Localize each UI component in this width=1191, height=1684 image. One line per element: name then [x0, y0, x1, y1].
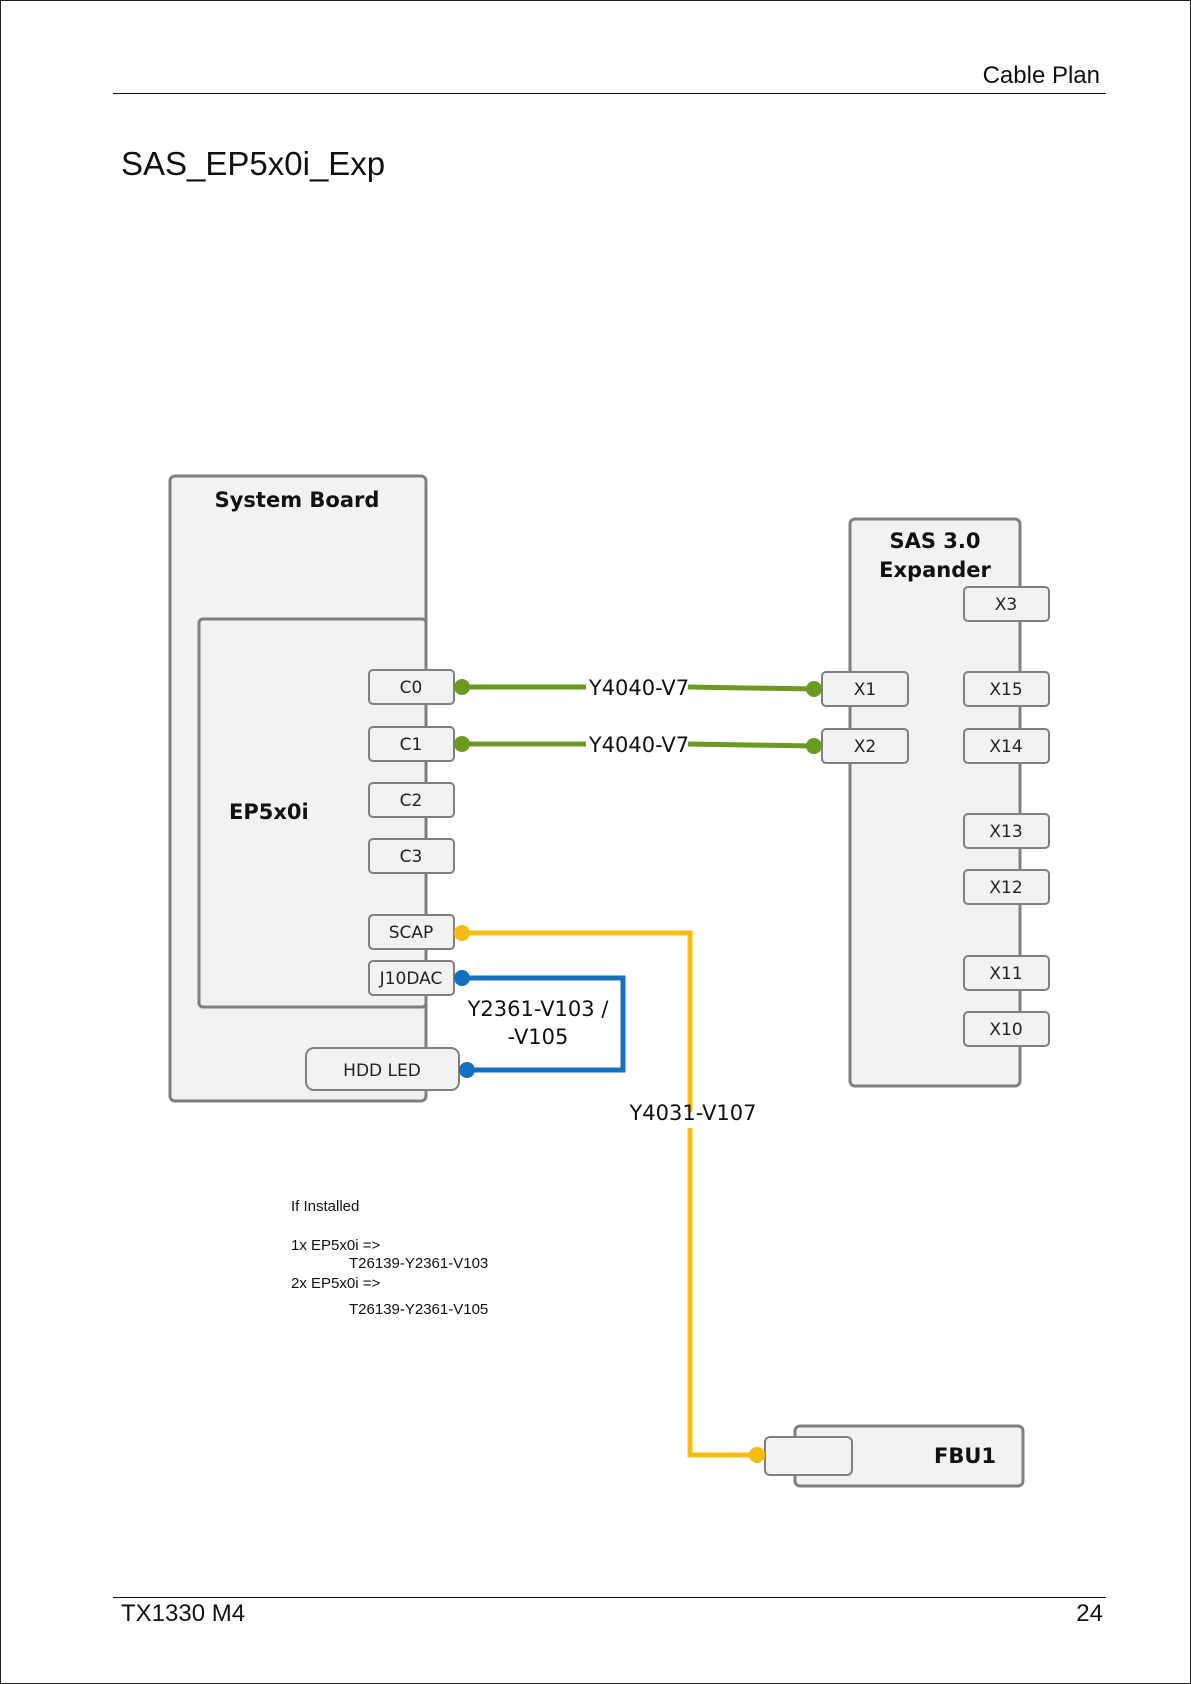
port-c0-label: C0	[400, 678, 423, 698]
led-cable-label-line1: Y2361-V103 /	[467, 997, 610, 1021]
sas-cable-1-right	[688, 687, 814, 689]
led-cable-dot-top	[454, 970, 470, 986]
port-x14-label: X14	[989, 737, 1022, 757]
system-board-label: System Board	[215, 488, 380, 512]
port-x11-label: X11	[989, 964, 1022, 984]
fbu-cable-lower	[690, 1128, 757, 1455]
port-x10-label: X10	[989, 1020, 1022, 1040]
port-c2-label: C2	[400, 791, 423, 811]
footer-model: TX1330 M4	[121, 1600, 245, 1628]
footer-page-number: 24	[1076, 1600, 1103, 1628]
fbu-cable-label: Y4031-V107	[628, 1101, 756, 1125]
fbu-cable-upper	[462, 933, 690, 1112]
port-x13-label: X13	[989, 822, 1022, 842]
expander-label-line2: Expander	[879, 558, 991, 582]
fbu-label: FBU1	[934, 1444, 996, 1468]
sas-cable-2-label: Y4040-V7	[588, 733, 689, 757]
port-x1-label: X1	[854, 680, 876, 700]
port-x2-label: X2	[854, 737, 876, 757]
port-c3-label: C3	[400, 847, 423, 867]
port-x15-label: X15	[989, 680, 1022, 700]
port-x12-label: X12	[989, 878, 1022, 898]
expander-label-line1: SAS 3.0	[889, 529, 980, 553]
note-line-3: 2x EP5x0i =>	[291, 1275, 380, 1292]
port-c1-label: C1	[400, 735, 423, 755]
led-cable-label-line2: -V105	[508, 1025, 569, 1049]
led-cable	[462, 978, 623, 1070]
port-j10dac-label: J10DAC	[379, 969, 443, 989]
fbu-connector	[765, 1437, 852, 1475]
note-line-4: T26139-Y2361-V105	[349, 1301, 488, 1318]
sas-cable-2-right	[688, 744, 814, 746]
sas-cable-2-dot-right	[806, 738, 822, 754]
led-cable-dot-bottom	[459, 1062, 475, 1078]
sas-cable-2-dot-left	[454, 736, 470, 752]
fbu-cable-dot-left	[454, 925, 470, 941]
port-x3-label: X3	[995, 595, 1017, 615]
footer-rule	[113, 1597, 1106, 1598]
note-line-1: 1x EP5x0i =>	[291, 1237, 380, 1254]
port-scap-label: SCAP	[389, 923, 434, 943]
fbu-cable-dot-right	[749, 1447, 765, 1463]
sas-cable-1-label: Y4040-V7	[588, 676, 689, 700]
note-heading: If Installed	[291, 1198, 359, 1215]
hdd-led-label: HDD LED	[343, 1061, 421, 1081]
note-line-2: T26139-Y2361-V103	[349, 1255, 488, 1272]
controller-label: EP5x0i	[229, 800, 309, 824]
sas-cable-1-dot-right	[806, 681, 822, 697]
sas-cable-1-dot-left	[454, 679, 470, 695]
